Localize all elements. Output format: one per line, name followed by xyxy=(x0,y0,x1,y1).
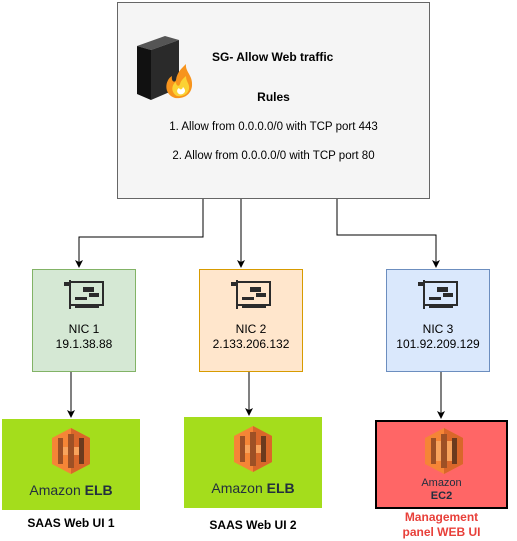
firewall-icon xyxy=(137,36,193,100)
nic-1-box[interactable]: NIC 1 19.1.38.88 xyxy=(32,269,136,372)
elb-1-box[interactable]: Amazon ELB xyxy=(2,419,140,510)
aws-elb-icon xyxy=(52,428,90,474)
rule-1: 1. Allow from 0.0.0.0/0 with TCP port 44… xyxy=(169,121,378,133)
security-group-title: SG- Allow Web traffic xyxy=(212,50,334,64)
ec2-product: EC2 xyxy=(430,490,453,502)
elb-2-box[interactable]: Amazon ELB xyxy=(184,417,322,508)
nic-2-ip: 2.133.206.132 xyxy=(212,337,290,351)
rule-2: 2. Allow from 0.0.0.0/0 with TCP port 80 xyxy=(172,150,375,162)
nic-1-name: NIC 1 xyxy=(68,322,100,336)
rules-heading: Rules xyxy=(257,90,290,104)
nic-3-name: NIC 3 xyxy=(422,322,454,336)
nic-2-name: NIC 2 xyxy=(235,322,267,336)
nic-3-box[interactable]: NIC 3 101.92.209.129 xyxy=(386,269,490,372)
caption-management-line-2: panel WEB UI xyxy=(402,525,481,539)
aws-ec2-icon xyxy=(425,428,463,474)
elb-2-label: Amazon ELB xyxy=(211,480,295,496)
elb-1-label: Amazon ELB xyxy=(29,482,113,498)
network-card-icon xyxy=(418,280,458,309)
nic-2-box[interactable]: NIC 2 2.133.206.132 xyxy=(199,269,303,372)
ec2-box[interactable]: Amazon EC2 xyxy=(375,420,508,509)
network-card-icon xyxy=(64,280,104,309)
caption-saas-web-ui-1: SAAS Web UI 1 xyxy=(27,516,115,530)
caption-saas-web-ui-2: SAAS Web UI 2 xyxy=(209,518,297,532)
caption-management-panel: Management panel WEB UI xyxy=(375,510,508,540)
edge-sg-to-nic3 xyxy=(336,199,440,268)
nic-3-ip: 101.92.209.129 xyxy=(396,337,480,351)
network-card-icon xyxy=(231,280,271,309)
caption-management-line-1: Management xyxy=(404,510,479,524)
nic-1-ip: 19.1.38.88 xyxy=(55,337,113,351)
security-group-box[interactable]: SG- Allow Web traffic Rules 1. Allow fro… xyxy=(117,2,430,199)
aws-elb-icon xyxy=(234,426,272,472)
ec2-brand: Amazon xyxy=(421,477,462,489)
edge-sg-to-nic1 xyxy=(75,199,204,268)
